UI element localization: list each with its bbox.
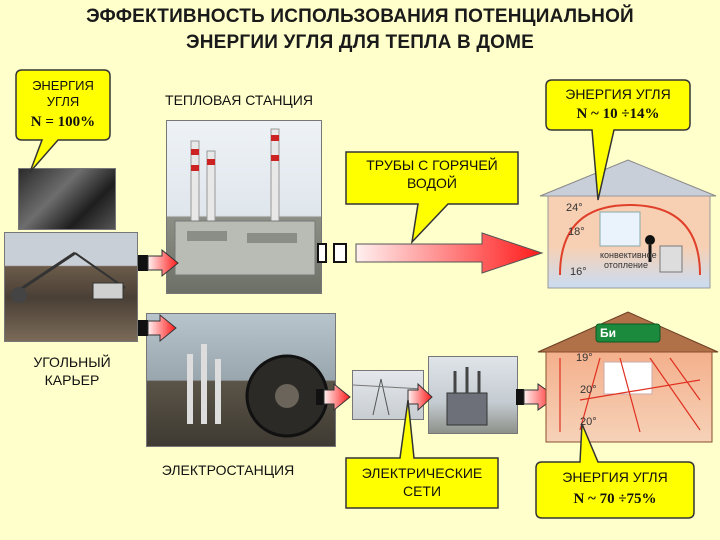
- excavator-drawing: [11, 251, 126, 303]
- coal-mine-photo: [4, 232, 138, 342]
- coal-mine-label-2: КАРЬЕР: [44, 372, 100, 388]
- house-convective-heating: [539, 159, 717, 289]
- bottom-house-temp-1: 19°: [576, 352, 593, 364]
- bottom-result-value: N ~ 70 ÷75%: [573, 491, 657, 507]
- house-radiant-heating: [537, 311, 719, 443]
- top-house-caption-2: отопление: [604, 260, 648, 270]
- power-lines-photo: [352, 370, 424, 420]
- power-station-label: ЭЛЕКТРОСТАНЦИЯ: [161, 462, 295, 478]
- arrow-lines-to-transformer: [407, 382, 433, 412]
- top-result-label: ЭНЕРГИЯ УГЛЯ: [565, 86, 671, 102]
- turbine-drawing: [187, 344, 329, 438]
- coal-lump-photo: [18, 168, 116, 230]
- coal-energy-label-2: УГЛЯ: [46, 94, 80, 109]
- transformer-photo: [428, 356, 518, 434]
- coal-mine-label-1: УГОЛЬНЫЙ: [33, 354, 111, 370]
- top-house-caption-1: конвективное: [600, 250, 657, 260]
- bottom-result-label: ЭНЕРГИЯ УГЛЯ: [562, 469, 668, 485]
- thermal-station-photo: [166, 120, 322, 294]
- pipes-label-2: ВОДОЙ: [407, 175, 457, 191]
- callout-bottom-result: [535, 423, 695, 519]
- callout-electric-grid: [345, 399, 499, 509]
- pipes-label-1: ТРУБЫ С ГОРЯЧЕЙ: [366, 157, 498, 173]
- grid-label-1: ЭЛЕКТРИЧЕСКИЕ: [361, 465, 483, 481]
- bottom-house-temp-2: 20°: [580, 384, 597, 396]
- arrow-power-to-lines: [316, 382, 351, 412]
- transformer-drawing: [446, 367, 488, 426]
- callout-hot-water-pipes: [345, 151, 519, 245]
- arrow-mine-to-power: [138, 313, 177, 343]
- pylon-drawing: [353, 378, 423, 416]
- chimneys-drawing: [174, 128, 316, 276]
- power-station-photo: [146, 313, 336, 447]
- arrow-hot-water-pipes: [317, 232, 544, 274]
- coal-energy-value: N = 100%: [30, 114, 96, 130]
- title-line-1: ЭФФЕКТИВНОСТЬ ИСПОЛЬЗОВАНИЯ ПОТЕНЦИАЛЬНО…: [86, 6, 634, 27]
- top-house-temp-3: 16°: [570, 266, 587, 278]
- arrow-mine-to-thermal: [138, 248, 179, 278]
- callout-top-result: [545, 79, 691, 201]
- brand-logo-text: Би: [600, 326, 617, 340]
- top-house-temp-1: 24°: [566, 202, 583, 214]
- title-line-2: ЭНЕРГИИ УГЛЯ ДЛЯ ТЕПЛА В ДОМЕ: [185, 32, 534, 53]
- top-house-temp-2: 18°: [568, 226, 585, 238]
- top-result-value: N ~ 10 ÷14%: [576, 106, 660, 122]
- grid-label-2: СЕТИ: [402, 483, 442, 499]
- coal-energy-label-1: ЭНЕРГИЯ: [32, 78, 94, 93]
- thermal-station-label: ТЕПЛОВАЯ СТАНЦИЯ: [165, 92, 313, 108]
- bottom-house-temp-3: 20°: [580, 416, 597, 428]
- callout-coal-energy: [15, 69, 111, 173]
